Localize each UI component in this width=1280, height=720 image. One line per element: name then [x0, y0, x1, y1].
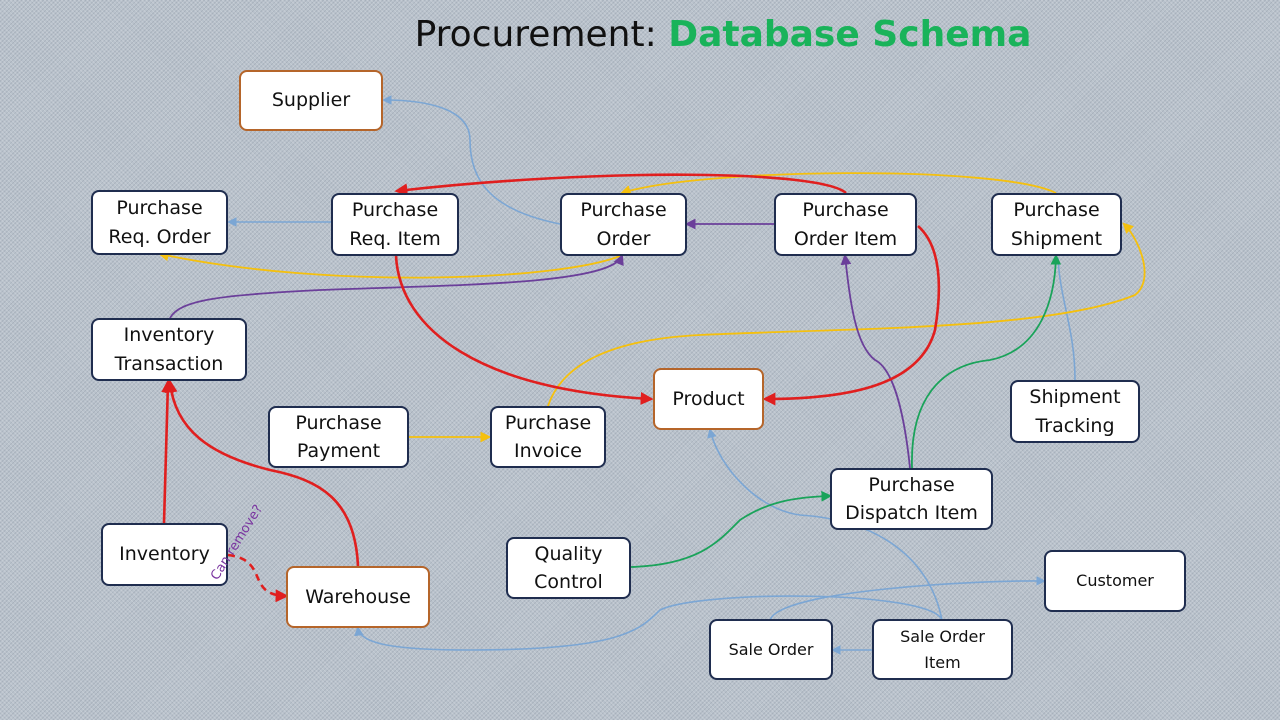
- node-inventory[interactable]: Inventory: [101, 523, 228, 586]
- edge-dispatch-to-shipment: [911, 253, 1062, 469]
- edge-shipment-to-order: [619, 172, 1057, 196]
- node-purchase-order-item[interactable]: Purchase Order Item: [774, 193, 917, 256]
- node-purchase-payment[interactable]: Purchase Payment: [268, 406, 409, 468]
- edge-invtxn-to-order: [169, 254, 624, 319]
- edge-warehouse-to-invtxn: [164, 379, 360, 567]
- node-customer[interactable]: Customer: [1044, 550, 1186, 612]
- title-prefix: Procurement:: [414, 14, 669, 55]
- title-accent: Database Schema: [668, 14, 1032, 55]
- node-product[interactable]: Product: [653, 368, 764, 430]
- page-title: Procurement: Database Schema: [0, 14, 1280, 55]
- edge-qc-to-dispatch: [630, 490, 833, 568]
- node-purchase-order[interactable]: Purchase Order: [560, 193, 687, 256]
- node-purchase-req-order[interactable]: Purchase Req. Order: [91, 190, 228, 255]
- node-purchase-shipment[interactable]: Purchase Shipment: [991, 193, 1122, 256]
- node-supplier[interactable]: Supplier: [239, 70, 383, 131]
- node-inventory-transaction[interactable]: Inventory Transaction: [91, 318, 247, 381]
- node-sale-order-item[interactable]: Sale Order Item: [872, 619, 1013, 680]
- edge-saleitem-to-warehouse: [354, 595, 943, 651]
- edge-saleorder-to-customer: [769, 576, 1046, 621]
- edge-order-to-reqorder: [157, 250, 621, 279]
- node-purchase-req-item[interactable]: Purchase Req. Item: [331, 193, 459, 256]
- edge-inventory-to-invtxn: [161, 379, 175, 524]
- node-purchase-dispatch-item[interactable]: Purchase Dispatch Item: [830, 468, 993, 530]
- node-warehouse[interactable]: Warehouse: [286, 566, 430, 628]
- edge-tracking-to-shipment: [1057, 257, 1076, 381]
- node-sale-order[interactable]: Sale Order: [709, 619, 833, 680]
- edge-saleitem-to-product: [707, 428, 943, 621]
- node-quality-control[interactable]: Quality Control: [506, 537, 631, 599]
- edge-invoice-to-shipment: [547, 222, 1146, 407]
- edge-dispatch-to-orderitem: [840, 253, 911, 469]
- node-purchase-invoice[interactable]: Purchase Invoice: [490, 406, 606, 468]
- edge-orderitem-to-product: [762, 225, 941, 406]
- edge-order-to-supplier: [382, 95, 561, 225]
- edge-orderitem-to-reqitem: [394, 173, 847, 197]
- edge-reqitem-to-product: [394, 255, 654, 405]
- edge-inventory-to-warehouse: [227, 553, 289, 603]
- node-shipment-tracking[interactable]: Shipment Tracking: [1010, 380, 1140, 443]
